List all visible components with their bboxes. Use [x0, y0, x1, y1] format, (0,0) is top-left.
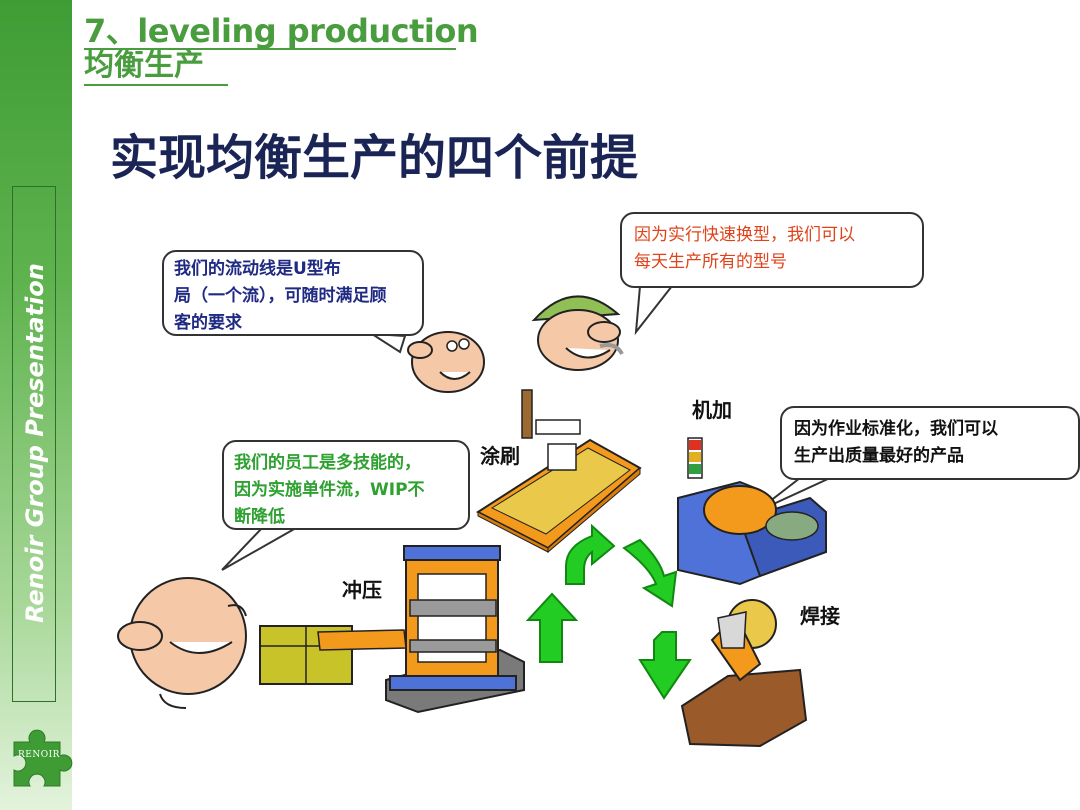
- sidebar-frame: Renoir Group Presentation: [12, 186, 56, 702]
- bubble-multiskill-line3: 断降低: [234, 507, 285, 527]
- conveyor-crates-icon: [259, 625, 407, 685]
- worker-face-bald-icon: [117, 577, 247, 709]
- stamping-press-icon: [385, 545, 525, 714]
- bubble-u-line-line1: 我们的流动线是U型布: [174, 259, 341, 279]
- painting-station-icon: [476, 389, 642, 554]
- label-stamping: 冲压: [342, 578, 382, 602]
- flow-arrow-curve-icon: [565, 523, 616, 585]
- flow-arrow-down-right-icon: [622, 538, 678, 608]
- logo-text: RENOIR: [18, 750, 60, 760]
- flow-arrows: [525, 523, 692, 700]
- slide-title: 实现均衡生产的四个前提: [110, 130, 639, 186]
- label-painting: 涂刷: [480, 444, 520, 468]
- flow-arrow-down-icon: [638, 631, 692, 700]
- bubble-changeover: 因为实行快速换型，我们可以 每天生产所有的型号: [620, 212, 924, 288]
- bubble-changeover-line2: 每天生产所有的型号: [634, 252, 787, 272]
- bubble-tail-multiskill: [221, 527, 300, 571]
- bubble-standard-line2: 生产出质量最好的产品: [794, 446, 964, 466]
- label-welding: 焊接: [800, 604, 840, 628]
- worker-face-center-icon: [407, 331, 485, 393]
- worker-face-helmet-icon: [531, 295, 624, 371]
- bubble-multiskill-line1: 我们的员工是多技能的，: [234, 453, 421, 473]
- bubble-u-line: 我们的流动线是U型布 局（一个流），可随时满足顾 客的要求: [162, 250, 424, 336]
- renoir-puzzle-logo-icon: [13, 729, 73, 787]
- header-title-cn: 均衡生产: [84, 48, 204, 83]
- label-machining: 机加: [692, 398, 732, 422]
- machining-station-icon: [677, 437, 827, 586]
- bubble-u-line-line2: 局（一个流），可随时满足顾: [174, 286, 387, 306]
- bubble-changeover-line1: 因为实行快速换型，我们可以: [634, 225, 855, 245]
- header-title-en: 7、leveling production: [84, 12, 479, 50]
- bubble-tail-changeover: [634, 285, 675, 336]
- bubble-multiskill-line2: 因为实施单件流，WIP不: [234, 480, 425, 500]
- header-underline-cn: [84, 84, 228, 86]
- bubble-standard: 因为作业标准化，我们可以 生产出质量最好的产品: [780, 406, 1080, 480]
- bubble-standard-line1: 因为作业标准化，我们可以: [794, 419, 998, 439]
- header-underline-en: [84, 48, 456, 50]
- flow-arrow-up-icon: [525, 592, 579, 663]
- bubble-multiskill: 我们的员工是多技能的， 因为实施单件流，WIP不 断降低: [222, 440, 470, 530]
- welding-station-icon: [680, 599, 808, 748]
- bubble-u-line-line3: 客的要求: [174, 313, 242, 333]
